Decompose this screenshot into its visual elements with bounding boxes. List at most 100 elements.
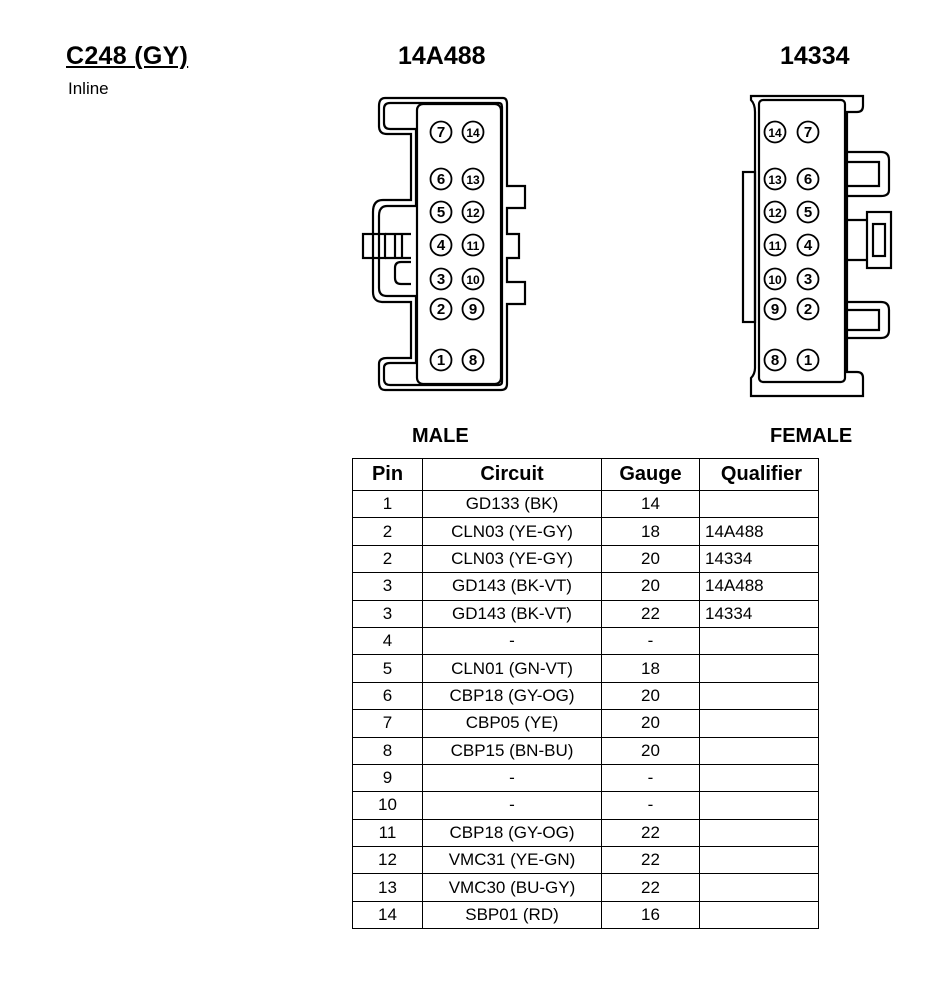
female-pin-circle xyxy=(763,297,787,321)
gauge-cell: 18 xyxy=(601,654,700,683)
female-pin-label: 4 xyxy=(804,237,813,254)
female-pin-label: 9 xyxy=(771,301,779,318)
pin-cell: 4 xyxy=(352,626,423,656)
male-pin-circle xyxy=(429,348,453,372)
female-pin-label: 8 xyxy=(771,352,779,369)
male-pin-circle xyxy=(461,167,485,191)
circuit-cell: GD143 (BK-VT) xyxy=(422,599,602,628)
female-pin-circle xyxy=(796,120,820,144)
gauge-cell: 20 xyxy=(601,572,700,601)
qualifier-cell xyxy=(699,736,819,765)
female-pin-circle xyxy=(796,167,820,191)
gauge-cell: 20 xyxy=(601,709,700,738)
female-pin-label: 14 xyxy=(768,126,782,140)
male-pin-circle xyxy=(461,120,485,144)
female-pin-face xyxy=(757,98,847,384)
male-pin-label: 4 xyxy=(437,237,446,254)
pin-cell: 3 xyxy=(352,572,423,601)
table-row: 4-- xyxy=(352,626,819,656)
female-pin-circle xyxy=(763,233,787,257)
pin-cell: 6 xyxy=(352,681,423,711)
qualifier-cell: 14334 xyxy=(699,599,819,628)
female-pin-label: 10 xyxy=(768,273,782,287)
female-pin-circle xyxy=(796,297,820,321)
female-pin-label: 1 xyxy=(804,352,812,369)
female-pin-label: 6 xyxy=(804,171,812,188)
circuit-cell: GD143 (BK-VT) xyxy=(422,572,602,601)
female-pin-circle xyxy=(796,233,820,257)
circuit-cell: CBP18 (GY-OG) xyxy=(422,818,602,848)
male-pin-circle xyxy=(461,297,485,321)
pin-cell: 11 xyxy=(352,818,423,848)
qualifier-cell: 14A488 xyxy=(699,572,819,601)
male-pin-circle xyxy=(429,297,453,321)
male-pin-circle xyxy=(461,348,485,372)
male-pin-circle xyxy=(429,167,453,191)
gauge-cell: - xyxy=(601,763,700,793)
pin-cell: 7 xyxy=(352,709,423,738)
qualifier-cell: 14A488 xyxy=(699,517,819,546)
gauge-cell: 20 xyxy=(601,544,700,574)
male-pin-circle xyxy=(461,267,485,291)
male-pin-label: 3 xyxy=(437,271,445,288)
female-pin-circle xyxy=(763,348,787,372)
gauge-cell: 22 xyxy=(601,873,700,902)
pin-cell: 9 xyxy=(352,763,423,793)
circuit-cell: CBP18 (GY-OG) xyxy=(422,681,602,711)
gauge-cell: 22 xyxy=(601,599,700,628)
female-pin-circle xyxy=(763,267,787,291)
female-pin-circle xyxy=(763,200,787,224)
qualifier-cell xyxy=(699,818,819,848)
male-part-number: 14A488 xyxy=(398,42,486,70)
female-part-number: 14334 xyxy=(780,42,850,70)
circuit-cell: CBP15 (BN-BU) xyxy=(422,736,602,765)
circuit-cell: CLN03 (YE-GY) xyxy=(422,544,602,574)
male-pin-label: 7 xyxy=(437,124,445,141)
male-latch xyxy=(361,232,387,260)
pin-cell: 5 xyxy=(352,654,423,683)
gauge-cell: 18 xyxy=(601,517,700,546)
pin-cell: 14 xyxy=(352,900,423,930)
male-pin-label: 13 xyxy=(466,173,480,187)
connector-subtitle: Inline xyxy=(68,79,109,98)
circuit-cell: CBP05 (YE) xyxy=(422,709,602,738)
qualifier-cell: 14334 xyxy=(699,544,819,574)
circuit-cell: GD133 (BK) xyxy=(422,489,602,519)
qualifier-cell xyxy=(699,489,819,519)
male-pin-circle xyxy=(429,120,453,144)
male-pin-circle xyxy=(429,200,453,224)
female-pin-label: 12 xyxy=(768,206,782,220)
male-pin-circle xyxy=(429,267,453,291)
pin-cell: 12 xyxy=(352,846,423,875)
gauge-cell: 22 xyxy=(601,818,700,848)
female-housing-outline xyxy=(749,94,865,398)
male-pin-label: 12 xyxy=(466,206,480,220)
female-pin-circle xyxy=(796,200,820,224)
male-pin-label: 5 xyxy=(437,204,445,221)
qualifier-cell xyxy=(699,873,819,902)
gauge-cell: 14 xyxy=(601,489,700,519)
qualifier-cell xyxy=(699,681,819,711)
female-pin-label: 5 xyxy=(804,204,812,221)
male-housing-outline xyxy=(371,96,527,392)
pin-cell: 8 xyxy=(352,736,423,765)
header-pin: Pin xyxy=(352,458,423,491)
circuit-cell: CLN03 (YE-GY) xyxy=(422,517,602,546)
gauge-cell: 16 xyxy=(601,900,700,930)
female-pin-label: 3 xyxy=(804,271,812,288)
circuit-cell: - xyxy=(422,626,602,656)
circuit-cell: - xyxy=(422,791,602,820)
female-label: FEMALE xyxy=(770,425,853,447)
